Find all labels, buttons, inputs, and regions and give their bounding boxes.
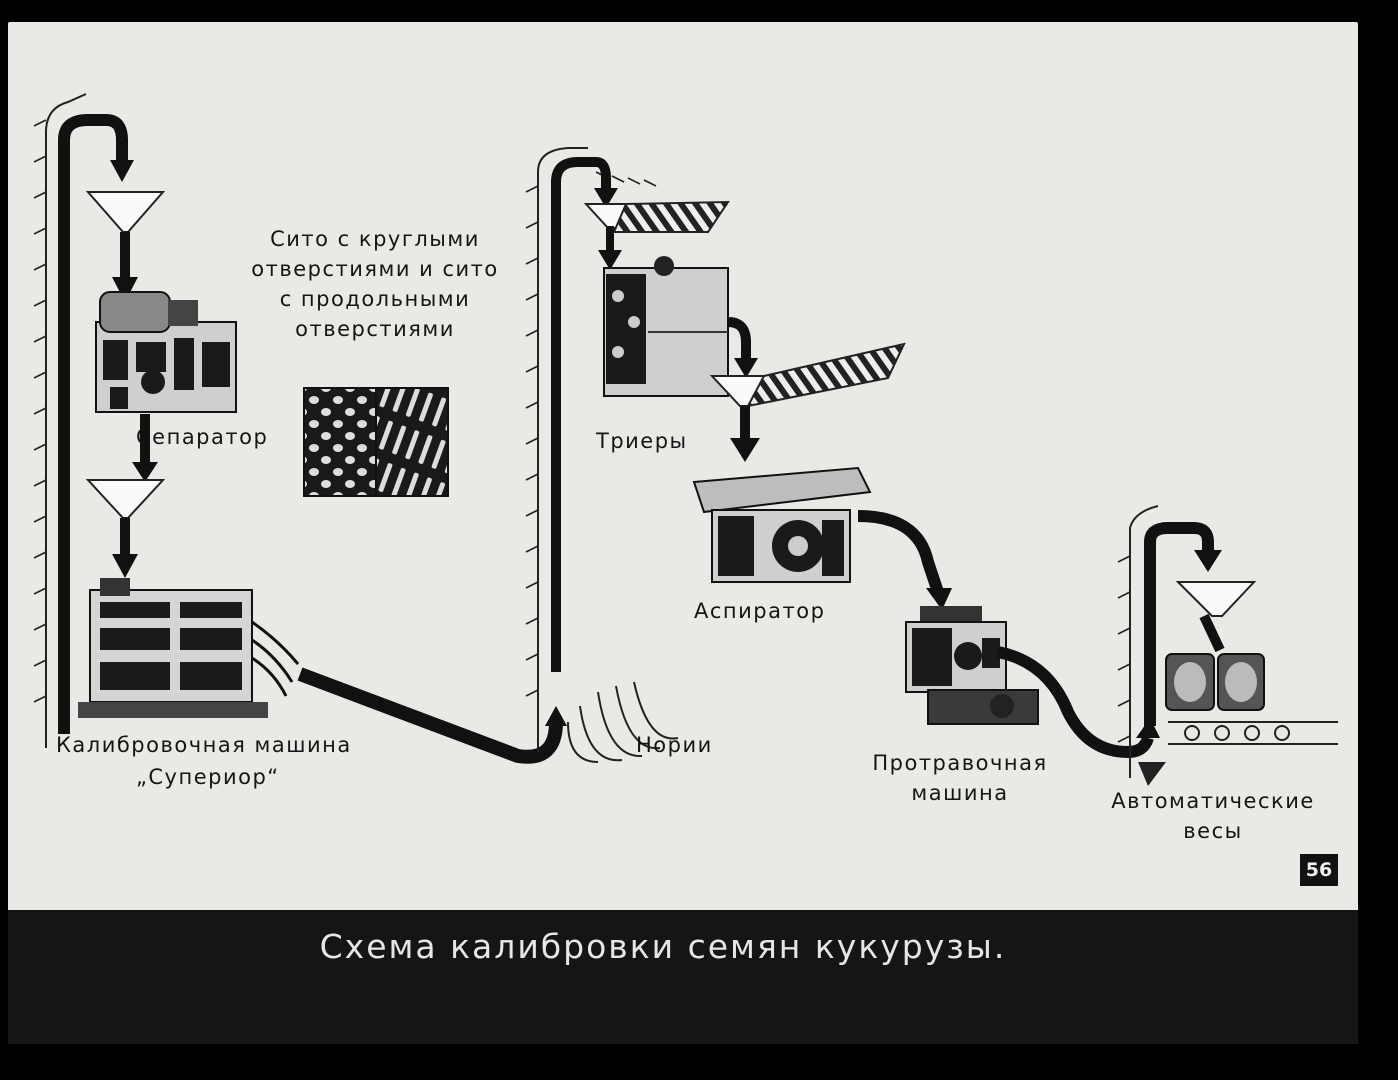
automatic-scales [1165,581,1338,745]
pipe-arrowhead [545,706,567,726]
separator-machine [95,291,237,482]
triers-label: Триеры [596,429,688,453]
triers-feed [583,200,730,270]
caption-bar [8,910,1358,1044]
treater-machine [905,606,1160,759]
slide-caption: Схема калибровки семян кукурузы. [319,927,1007,966]
aspirator-machine [692,466,952,610]
noria-label: Нории [636,733,713,757]
page-number-badge: 56 [1300,854,1338,886]
diagram-slide: Сепаратор Сито с круглыми отверстиями и … [8,22,1358,1044]
funnel-2 [85,479,166,578]
sieve-label: Сито с круглыми отверстиями и сито с про… [251,227,499,341]
calibrator-label: Калибровочная машина [56,733,352,757]
calibrator-name-label: „Супериор“ [136,765,280,789]
aspirator-feed [709,342,906,462]
process-diagram [33,93,1338,786]
triers-machine [603,256,758,397]
aspirator-label: Аспиратор [694,599,826,623]
treater-label: Протравочная машина [872,751,1048,805]
funnel-1 [85,191,166,302]
calibrator-machine [78,578,300,718]
pipe-calibrator-to-noria [297,667,563,764]
sieve-samples [303,387,449,497]
scales-label: Автоматические весы [1111,789,1315,843]
elevator-left [33,93,134,748]
separator-label: Сепаратор [136,425,269,449]
elevator-center [525,147,679,763]
elevator-right [1117,505,1222,786]
